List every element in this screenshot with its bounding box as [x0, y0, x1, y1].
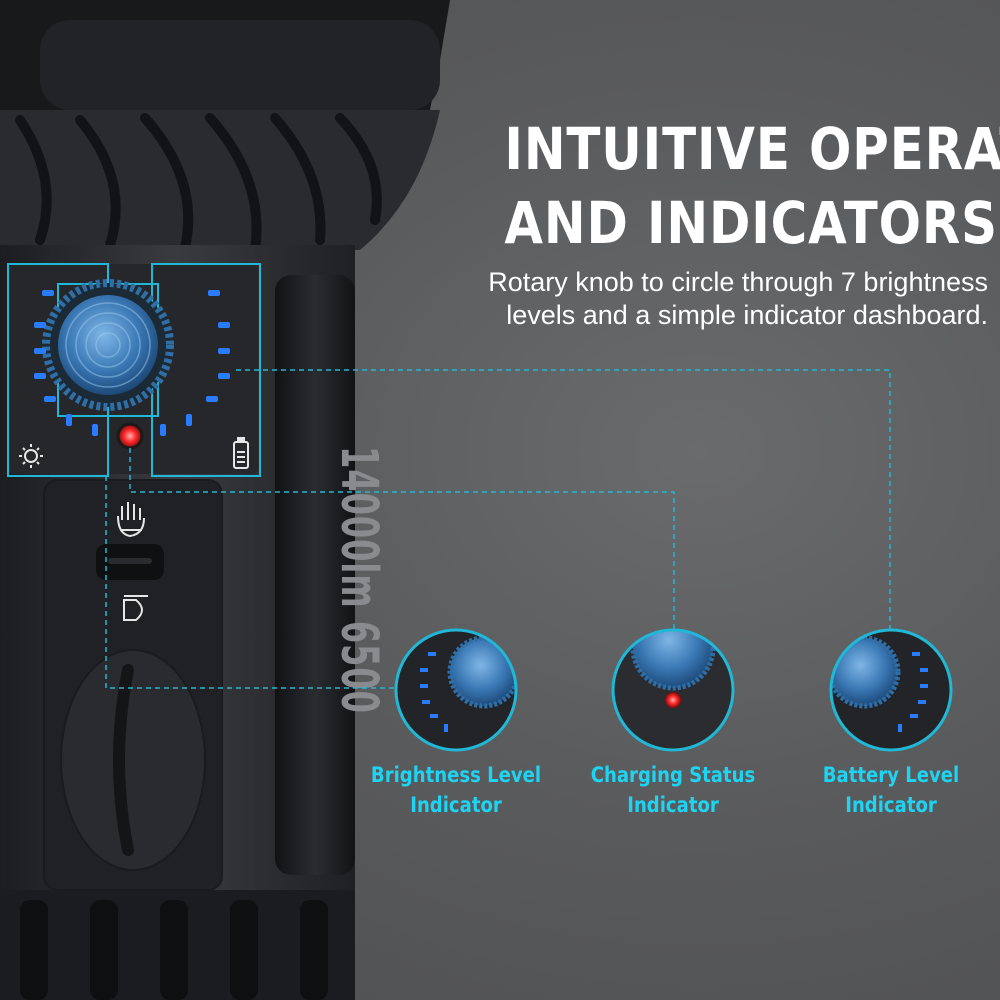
- bezel-ring: [40, 20, 440, 110]
- callout-brightness-line-1: Brightness Level: [370, 763, 542, 787]
- callout-battery-line-2: Indicator: [845, 793, 937, 817]
- headlamp-icon: [123, 595, 148, 621]
- callout-charging-line-2: Indicator: [627, 793, 719, 817]
- port-cover-tab: [113, 664, 134, 856]
- battery-icon: [233, 437, 249, 469]
- zoom-bubble-brightness: [396, 630, 516, 750]
- callout-brightness-line-2: Indicator: [410, 793, 502, 817]
- rotary-knob: [58, 295, 158, 395]
- zoom-bubble-battery: [831, 630, 951, 750]
- brightness-connector: [105, 476, 396, 689]
- zoom-ring-brightness: [394, 628, 518, 752]
- slider-notch: [108, 558, 152, 564]
- hand-lock-icon: [117, 502, 145, 538]
- zoom-ring-charging: [611, 628, 735, 752]
- battery-connector: [236, 369, 891, 630]
- headline: INTUITIVE OPERATION AND INDICATORS: [504, 112, 1000, 260]
- headline-line-1: INTUITIVE OPERATION: [504, 115, 1000, 183]
- headline-line-2: AND INDICATORS: [504, 189, 998, 257]
- description-line-1: Rotary knob to circle through 7 brightne…: [488, 267, 988, 297]
- brightness-leds: [34, 290, 98, 436]
- callout-charging-label: Charging Status Indicator: [587, 760, 759, 820]
- callout-battery-line-1: Battery Level: [822, 763, 960, 787]
- callout-battery-label: Battery Level Indicator: [805, 760, 977, 820]
- charging-connector: [129, 448, 675, 630]
- sun-brightness-icon: [19, 444, 43, 468]
- callout-charging-line-1: Charging Status: [590, 763, 756, 787]
- callout-connectors: [105, 369, 891, 689]
- zoom-bubble-charging: [613, 630, 733, 750]
- usb-port-cover: [60, 649, 206, 871]
- fin-grooves: [15, 113, 382, 255]
- description-line-2: levels and a simple indicator dashboard.: [506, 300, 988, 330]
- charging-red-led: [116, 422, 144, 450]
- knob-ridges: [65, 302, 151, 388]
- body-engraving: 14000lm 6500: [329, 446, 389, 714]
- head-fins: [0, 110, 440, 250]
- description: Rotary knob to circle through 7 brightne…: [388, 266, 988, 332]
- tail-grooves: [20, 900, 328, 1000]
- zoom-ring-battery: [829, 628, 953, 752]
- callout-brightness-label: Brightness Level Indicator: [370, 760, 542, 820]
- battery-leds: [160, 290, 230, 436]
- side-grip: [275, 275, 355, 875]
